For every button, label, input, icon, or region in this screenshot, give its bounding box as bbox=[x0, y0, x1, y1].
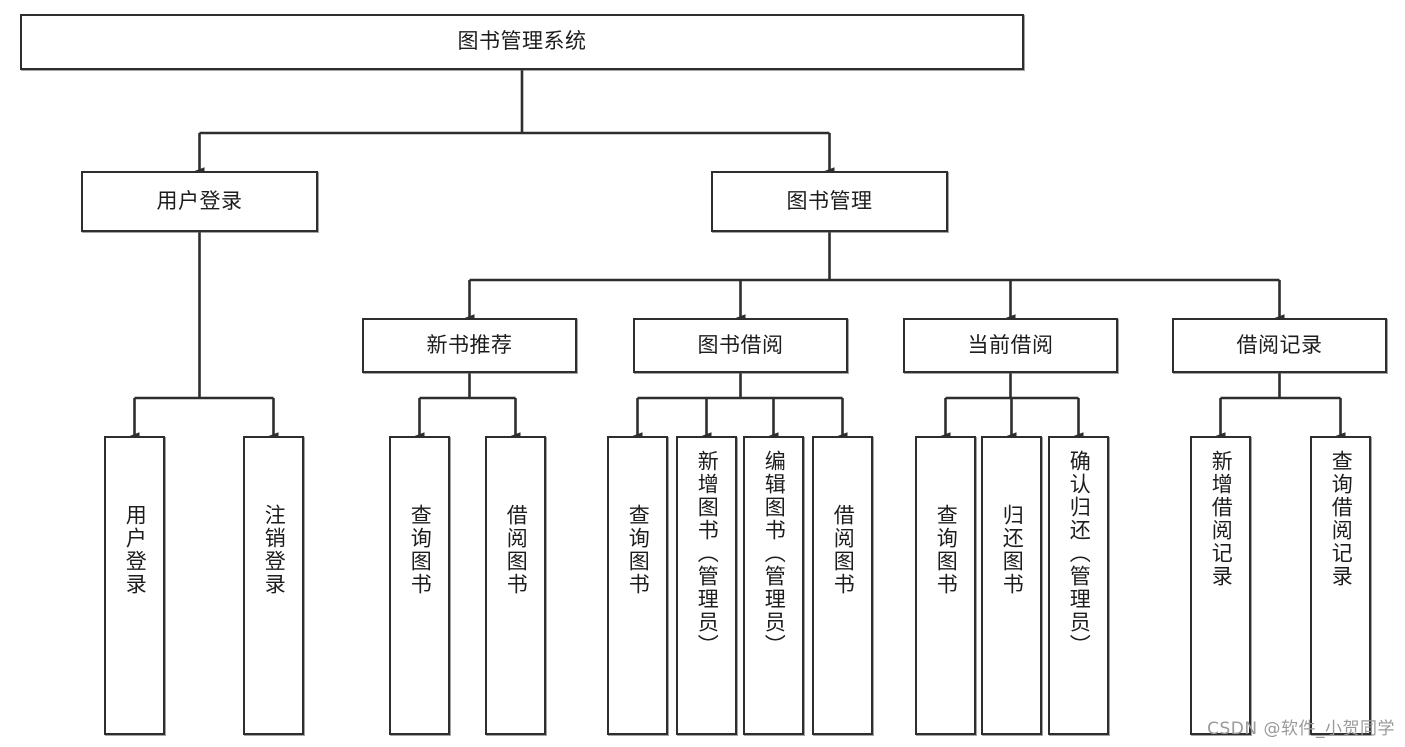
node-leaf-query-book-2[interactable]: 查询图书 bbox=[607, 436, 668, 735]
node-leaf-query-record[interactable]: 查询借阅记录 bbox=[1310, 436, 1371, 735]
node-current-borrow[interactable]: 当前借阅 bbox=[903, 318, 1118, 373]
node-book-borrow[interactable]: 图书借阅 bbox=[633, 318, 848, 373]
node-leaf-confirm-return[interactable]: 确认归还（管理员） bbox=[1048, 436, 1109, 735]
node-borrow-record[interactable]: 借阅记录 bbox=[1172, 318, 1387, 373]
node-label: 查询借阅记录 bbox=[1329, 450, 1354, 588]
node-label: 新增借阅记录 bbox=[1209, 450, 1234, 588]
node-label: 查询图书 bbox=[408, 504, 433, 596]
node-label: 新书推荐 bbox=[426, 332, 513, 357]
node-user-login[interactable]: 用户登录 bbox=[81, 171, 318, 232]
node-label: 归还图书 bbox=[1000, 504, 1025, 596]
node-leaf-edit-book[interactable]: 编辑图书（管理员） bbox=[743, 436, 804, 735]
node-label: 图书管理系统 bbox=[457, 29, 587, 54]
node-leaf-borrow-book-1[interactable]: 借阅图书 bbox=[485, 436, 546, 735]
node-label: 图书借阅 bbox=[697, 332, 784, 357]
node-label: 注销登录 bbox=[262, 504, 287, 596]
node-leaf-borrow-book-2[interactable]: 借阅图书 bbox=[812, 436, 873, 735]
node-label: 用户登录 bbox=[156, 188, 243, 213]
node-new-book-rec[interactable]: 新书推荐 bbox=[362, 318, 577, 373]
node-label: 确认归还（管理员） bbox=[1067, 450, 1092, 657]
node-label: 新增图书（管理员） bbox=[695, 450, 720, 657]
edge-group bbox=[129, 70, 1346, 440]
node-leaf-return-book[interactable]: 归还图书 bbox=[981, 436, 1042, 735]
node-leaf-logout[interactable]: 注销登录 bbox=[243, 436, 304, 735]
node-label: 用户登录 bbox=[123, 504, 148, 596]
node-label: 编辑图书（管理员） bbox=[762, 450, 787, 657]
node-label: 图书管理 bbox=[786, 188, 873, 213]
node-root[interactable]: 图书管理系统 bbox=[20, 14, 1024, 70]
node-label: 当前借阅 bbox=[967, 332, 1054, 357]
node-label: 借阅图书 bbox=[504, 504, 529, 596]
node-label: 借阅图书 bbox=[831, 504, 856, 596]
node-leaf-add-book[interactable]: 新增图书（管理员） bbox=[676, 436, 737, 735]
node-label: 查询图书 bbox=[626, 504, 651, 596]
node-leaf-add-record[interactable]: 新增借阅记录 bbox=[1190, 436, 1251, 735]
node-leaf-query-book-3[interactable]: 查询图书 bbox=[915, 436, 976, 735]
node-leaf-user-login[interactable]: 用户登录 bbox=[104, 436, 165, 735]
node-leaf-query-book-1[interactable]: 查询图书 bbox=[389, 436, 450, 735]
node-label: 查询图书 bbox=[934, 504, 959, 596]
node-label: 借阅记录 bbox=[1236, 332, 1323, 357]
node-book-manage[interactable]: 图书管理 bbox=[711, 171, 948, 232]
